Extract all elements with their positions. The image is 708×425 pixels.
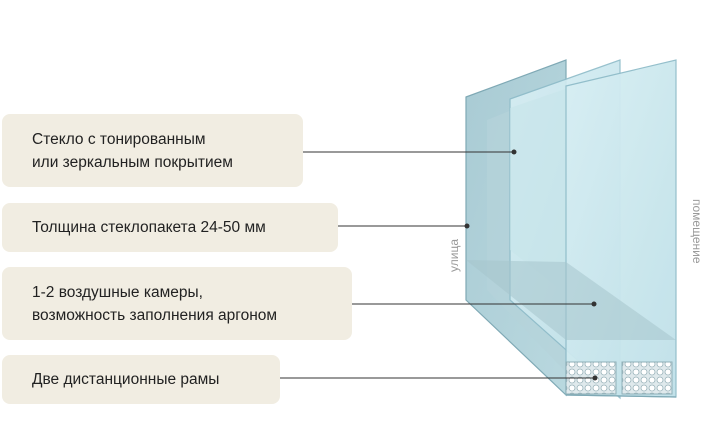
- label-thickness-text: Толщина стеклопакета 24-50 мм: [32, 219, 266, 236]
- label-air-chambers: 1-2 воздушные камеры, возможность заполн…: [2, 267, 352, 340]
- side-label-inside: помещение: [690, 199, 704, 264]
- glass-pane-inner: [565, 59, 677, 398]
- label-thickness: Толщина стеклопакета 24-50 мм: [2, 203, 338, 252]
- side-label-outside: улица: [447, 239, 461, 272]
- leader-dot-air-chambers: [591, 301, 597, 307]
- label-tinted-glass: Стекло с тонированным или зеркальным пок…: [2, 114, 303, 187]
- leader-dot-tinted-glass: [511, 149, 517, 155]
- leader-dot-spacer-frames: [592, 375, 598, 381]
- label-spacer-frames-text: Две дистанционные рамы: [32, 371, 220, 388]
- leader-lines: [280, 151, 595, 379]
- leader-dot-thickness: [464, 223, 470, 229]
- spacer-frame-right: [621, 361, 673, 395]
- label-tinted-glass-text: Стекло с тонированным или зеркальным пок…: [32, 130, 233, 171]
- label-air-chambers-text: 1-2 воздушные камеры, возможность заполн…: [32, 283, 278, 324]
- label-spacer-frames: Две дистанционные рамы: [2, 355, 280, 404]
